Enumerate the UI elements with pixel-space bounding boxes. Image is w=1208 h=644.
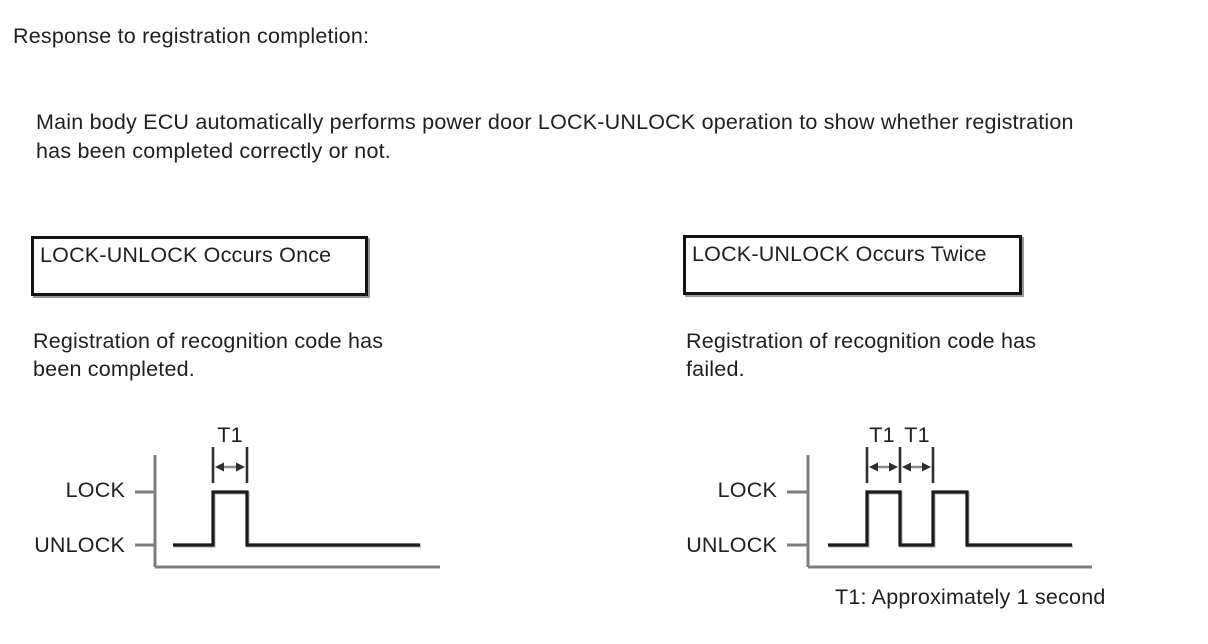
t1-dimension: T1 T1 xyxy=(865,423,935,483)
unlock-level-label: UNLOCK xyxy=(34,533,125,557)
arrowhead-icon xyxy=(869,462,878,472)
t1-interval-label: T1 xyxy=(869,423,895,447)
arrowhead-icon xyxy=(922,462,931,472)
pulse-waveform xyxy=(828,490,1072,547)
result-description-failed: Registration of recognition code has fai… xyxy=(686,329,1037,381)
t1-dimension: T1 xyxy=(211,423,249,483)
timing-diagram-twice: LOCK UNLOCK T1 T1 xyxy=(686,423,1092,569)
arrowhead-right-icon xyxy=(236,462,245,472)
arrowhead-icon xyxy=(889,462,898,472)
result-description-completed: Registration of recognition code has bee… xyxy=(33,329,384,381)
pulse-waveform xyxy=(173,490,420,547)
arrowhead-icon xyxy=(902,462,911,472)
intro-paragraph: Main body ECU automatically performs pow… xyxy=(36,110,1074,163)
t1-footnote: T1: Approximately 1 second xyxy=(835,585,1106,609)
result-box-once-label: LOCK-UNLOCK Occurs Once xyxy=(40,243,332,267)
t1-interval-label: T1 xyxy=(904,423,930,447)
lock-level-label: LOCK xyxy=(66,478,126,502)
result-box-twice: LOCK-UNLOCK Occurs Twice xyxy=(683,235,1022,295)
unlock-level-label: UNLOCK xyxy=(686,533,777,557)
result-box-twice-label: LOCK-UNLOCK Occurs Twice xyxy=(692,242,987,266)
page-title: Response to registration completion: xyxy=(13,24,370,48)
arrowhead-left-icon xyxy=(215,462,224,472)
t1-interval-label: T1 xyxy=(217,423,243,447)
lock-level-label: LOCK xyxy=(718,478,778,502)
timing-diagram-once: LOCK UNLOCK T1 xyxy=(34,423,440,569)
result-box-once: LOCK-UNLOCK Occurs Once xyxy=(31,236,368,296)
